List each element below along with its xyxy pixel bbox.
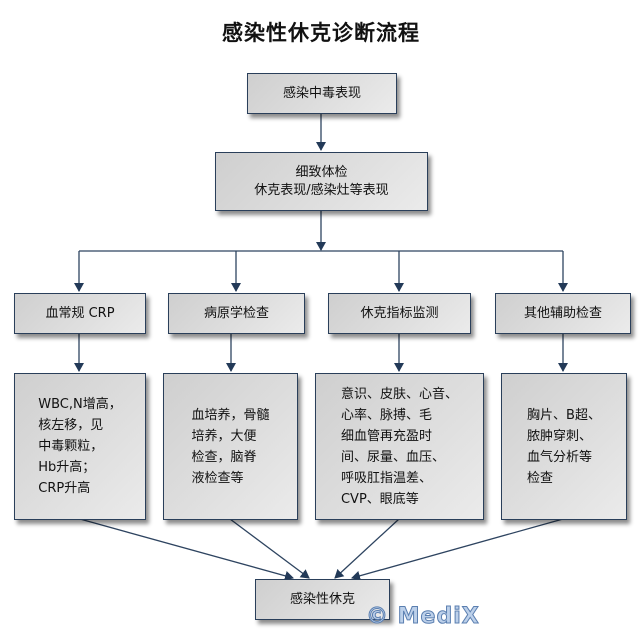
- node-label: 其他辅助检查: [523, 305, 602, 321]
- diagram-title: 感染性休克诊断流程: [222, 21, 420, 45]
- edge-detail-3-to-result: [334, 518, 400, 579]
- node-label: 病原学检查: [203, 305, 269, 321]
- node-other-aux-exam: 其他辅助检查: [495, 293, 631, 334]
- edge-detail-2-to-result: [229, 518, 310, 579]
- node-label: 感染中毒表现: [282, 85, 361, 101]
- node-label: 休克指标监测: [360, 305, 439, 321]
- edge-detail-1-to-result: [79, 518, 294, 581]
- node-pathogen-detail: 血培养，骨髓 培养，大便 检查，脑脊 液检查等: [163, 373, 298, 520]
- node-label: 细致体检 休克表现/感染灶等表现: [254, 164, 389, 198]
- node-pathogen-exam: 病原学检查: [168, 293, 305, 334]
- edge-detail-4-to-result: [351, 518, 564, 581]
- node-label: WBC,N增高， 核左移，见 中毒颗粒， Hb升高； CRP升高: [38, 397, 122, 496]
- node-label: 意识、皮肤、心音、 心率、脉搏、毛 细血管再充盈时 间、尿量、血压、 呼吸肛指温…: [340, 386, 458, 507]
- node-label: 血常规 CRP: [45, 305, 115, 321]
- node-shock-monitoring-detail: 意识、皮肤、心音、 心率、脉搏、毛 细血管再充盈时 间、尿量、血压、 呼吸肛指温…: [315, 373, 484, 520]
- medix-watermark: © MediX: [366, 604, 480, 629]
- node-septic-shock: 感染性休克: [255, 579, 390, 620]
- node-label: 胸片、B超、 脓肿穿刺、 血气分析等 检查: [527, 407, 601, 486]
- node-infection-toxicity: 感染中毒表现: [247, 73, 397, 114]
- node-label: 感染性休克: [289, 591, 355, 607]
- node-blood-routine-crp: 血常规 CRP: [14, 293, 146, 334]
- node-blood-routine-detail: WBC,N增高， 核左移，见 中毒颗粒， Hb升高； CRP升高: [14, 373, 146, 520]
- node-shock-monitoring: 休克指标监测: [328, 293, 471, 334]
- node-other-aux-detail: 胸片、B超、 脓肿穿刺、 血气分析等 检查: [501, 373, 627, 520]
- node-label: 血培养，骨髓 培养，大便 检查，脑脊 液检查等: [191, 407, 270, 486]
- node-physical-exam: 细致体检 休克表现/感染灶等表现: [215, 152, 428, 211]
